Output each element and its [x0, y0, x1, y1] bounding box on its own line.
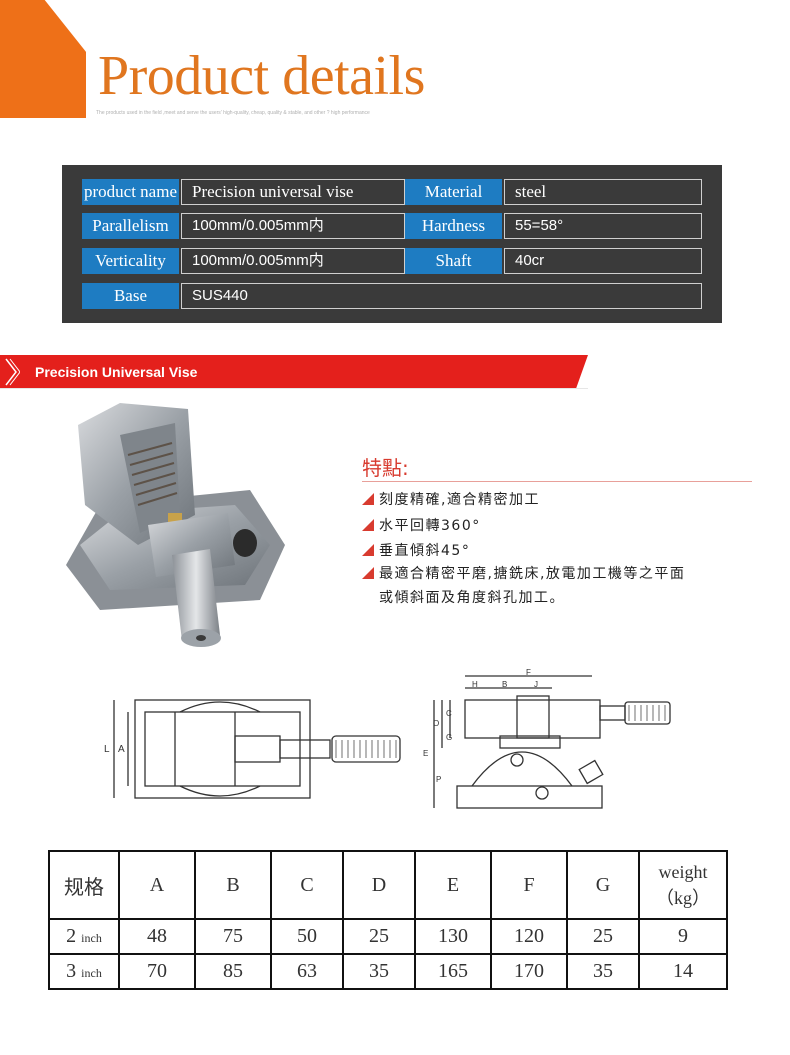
feature-item: 最適合精密平磨,搪銑床,放電加工機等之平面 — [362, 563, 685, 583]
vise-product-image — [66, 403, 285, 647]
table-cell: 50 — [270, 918, 344, 955]
dim-label-C: C — [446, 709, 452, 718]
table-header-cell: G — [566, 850, 640, 920]
section-banner-title: Precision Universal Vise — [35, 364, 198, 380]
dim-label-B: B — [502, 680, 507, 689]
dim-label-A: A — [118, 744, 125, 755]
dim-label-E: E — [423, 749, 428, 758]
table-header-row: 规格 A B C D E F G weight （kg） — [48, 850, 728, 920]
table-header-cell: E — [414, 850, 492, 920]
spec-value-verticality: 100mm/0.005mm内 — [181, 248, 405, 274]
dim-label-F: F — [526, 668, 531, 677]
triangle-bullet-icon — [362, 493, 374, 505]
dim-label-L: L — [104, 744, 110, 755]
weight-label: weight — [658, 862, 708, 882]
table-cell: 120 — [490, 918, 568, 955]
table-row: 2 inch 48 75 50 25 130 120 25 9 — [48, 918, 728, 955]
table-cell: 14 — [638, 953, 728, 990]
spec-label-parallelism: Parallelism — [82, 213, 179, 239]
dim-label-G: G — [446, 733, 452, 742]
table-header-cell: A — [118, 850, 196, 920]
spec-row-parallelism: Parallelism 100mm/0.005mm内 Hardness 55=5… — [82, 213, 702, 239]
weight-unit-label: （kg） — [656, 888, 710, 908]
size-cell: 3 inch — [48, 953, 120, 990]
table-cell: 75 — [194, 918, 272, 955]
dimensions-table: 规格 A B C D E F G weight （kg） 2 inch 48 7… — [48, 850, 728, 990]
spec-label-verticality: Verticality — [82, 248, 179, 274]
feature-item: 水平回轉360° — [362, 515, 481, 535]
triangle-bullet-icon — [362, 519, 374, 531]
spec-value-product-name: Precision universal vise — [181, 179, 405, 205]
spec-label-shaft: Shaft — [405, 248, 502, 274]
spec-value-base: SUS440 — [181, 283, 702, 309]
table-cell: 70 — [118, 953, 196, 990]
spec-panel: product name Precision universal vise Ma… — [62, 165, 722, 323]
table-cell: 35 — [342, 953, 416, 990]
table-cell: 35 — [566, 953, 640, 990]
dim-label-P: P — [436, 775, 441, 784]
table-cell: 25 — [342, 918, 416, 955]
table-cell: 85 — [194, 953, 272, 990]
spec-value-parallelism: 100mm/0.005mm内 — [181, 213, 405, 239]
dim-label-H: H — [472, 680, 478, 689]
chevron-right-icon — [5, 358, 20, 386]
table-header-cell: B — [194, 850, 272, 920]
top-view-drawing: L A — [104, 699, 401, 799]
table-header-weight: weight （kg） — [638, 850, 728, 920]
spec-row-verticality: Verticality 100mm/0.005mm内 Shaft 40cr — [82, 248, 702, 274]
table-header-cell: 规格 — [48, 850, 120, 920]
table-cell: 170 — [490, 953, 568, 990]
feature-item: 垂直傾斜45° — [362, 540, 470, 560]
orange-corner-decoration — [0, 0, 86, 118]
table-cell: 63 — [270, 953, 344, 990]
features-divider — [362, 481, 752, 482]
section-banner — [0, 355, 588, 388]
table-header-cell: C — [270, 850, 344, 920]
side-view-drawing: F H B J O C G E P — [423, 668, 671, 809]
spec-value-hardness: 55=58° — [504, 213, 702, 239]
spec-label-hardness: Hardness — [405, 213, 502, 239]
triangle-bullet-icon — [362, 544, 374, 556]
table-header-cell: D — [342, 850, 416, 920]
table-cell: 9 — [638, 918, 728, 955]
feature-item: 刻度精確,適合精密加工 — [362, 489, 540, 509]
dim-label-O: O — [433, 719, 439, 728]
table-cell: 165 — [414, 953, 492, 990]
table-cell: 25 — [566, 918, 640, 955]
page-title: Product details — [98, 45, 425, 107]
table-row: 3 inch 70 85 63 35 165 170 35 14 — [48, 953, 728, 990]
header-tagline: The products used in the field ,meet and… — [96, 110, 370, 116]
spec-row-base: Base SUS440 — [82, 283, 702, 309]
table-cell: 48 — [118, 918, 196, 955]
spec-row-product-name: product name Precision universal vise Ma… — [82, 179, 702, 205]
features-title: 特點: — [362, 456, 409, 480]
feature-item-continued: 或傾斜面及角度斜孔加工。 — [379, 590, 565, 606]
table-cell: 130 — [414, 918, 492, 955]
spec-value-material: steel — [504, 179, 702, 205]
spec-label-material: Material — [405, 179, 502, 205]
banner-underline — [0, 388, 588, 389]
table-header-cell: F — [490, 850, 568, 920]
spec-value-shaft: 40cr — [504, 248, 702, 274]
size-cell: 2 inch — [48, 918, 120, 955]
triangle-bullet-icon — [362, 567, 374, 579]
spec-label-base: Base — [82, 283, 179, 309]
spec-label-product-name: product name — [82, 179, 179, 205]
dim-label-J: J — [534, 680, 538, 689]
